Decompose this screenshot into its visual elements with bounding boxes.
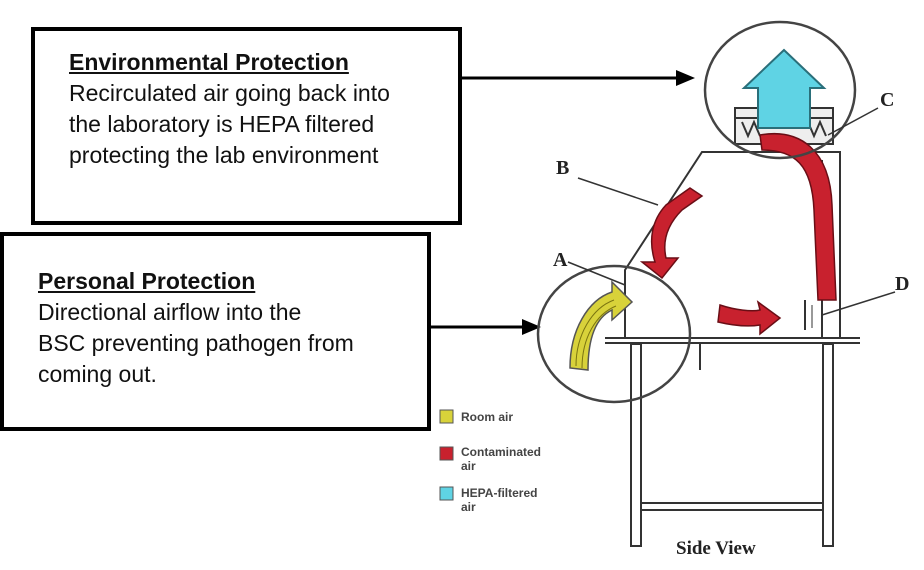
leader-line-c: [827, 107, 879, 136]
legend-swatch-room-air: [439, 409, 454, 424]
legend-hepa-line1: HEPA-filtered: [461, 486, 537, 500]
environmental-line-3: protecting the lab environment: [69, 142, 379, 168]
env-connector-arrow: [462, 70, 695, 86]
legend-contaminated-line2: air: [461, 459, 476, 473]
label-b: B: [556, 157, 569, 179]
hepa-filtered-arrow: [741, 48, 827, 129]
personal-protection-callout: Personal Protection Directional airflow …: [0, 232, 431, 431]
leader-line-d: [821, 291, 896, 316]
legend-swatch-contaminated: [439, 446, 454, 461]
personal-line-3: coming out.: [38, 361, 157, 387]
leader-line-a: [567, 261, 626, 286]
legend-hepa-line2: air: [461, 500, 476, 514]
legend-room-air: Room air: [461, 410, 513, 424]
room-air-arrow: [569, 280, 634, 371]
leader-line-b: [577, 177, 659, 206]
legend: Room air Contaminated air HEPA-filtered …: [439, 409, 541, 514]
label-c: C: [880, 89, 894, 111]
cabinet-outline: [605, 151, 860, 344]
label-d: D: [895, 273, 909, 295]
legend-swatch-hepa: [439, 486, 454, 501]
personal-line-2: BSC preventing pathogen from: [38, 330, 354, 356]
label-a: A: [553, 249, 568, 271]
environmental-line-2: the laboratory is HEPA filtered: [69, 111, 375, 137]
personal-connector-arrow: [431, 319, 541, 335]
contaminated-air-flows: [639, 133, 837, 336]
personal-heading: Personal Protection: [38, 268, 256, 294]
environmental-line-1: Recirculated air going back into: [69, 80, 390, 106]
side-view-caption: Side View: [676, 538, 756, 559]
environmental-heading: Environmental Protection: [69, 49, 349, 75]
environmental-highlight-circle: [703, 20, 857, 160]
environmental-protection-callout: Environmental Protection Recirculated ai…: [31, 27, 462, 225]
legend-contaminated-line1: Contaminated: [461, 445, 541, 459]
cabinet-stand: [630, 343, 834, 547]
personal-highlight-circle: [536, 264, 692, 404]
personal-line-1: Directional airflow into the: [38, 299, 302, 325]
